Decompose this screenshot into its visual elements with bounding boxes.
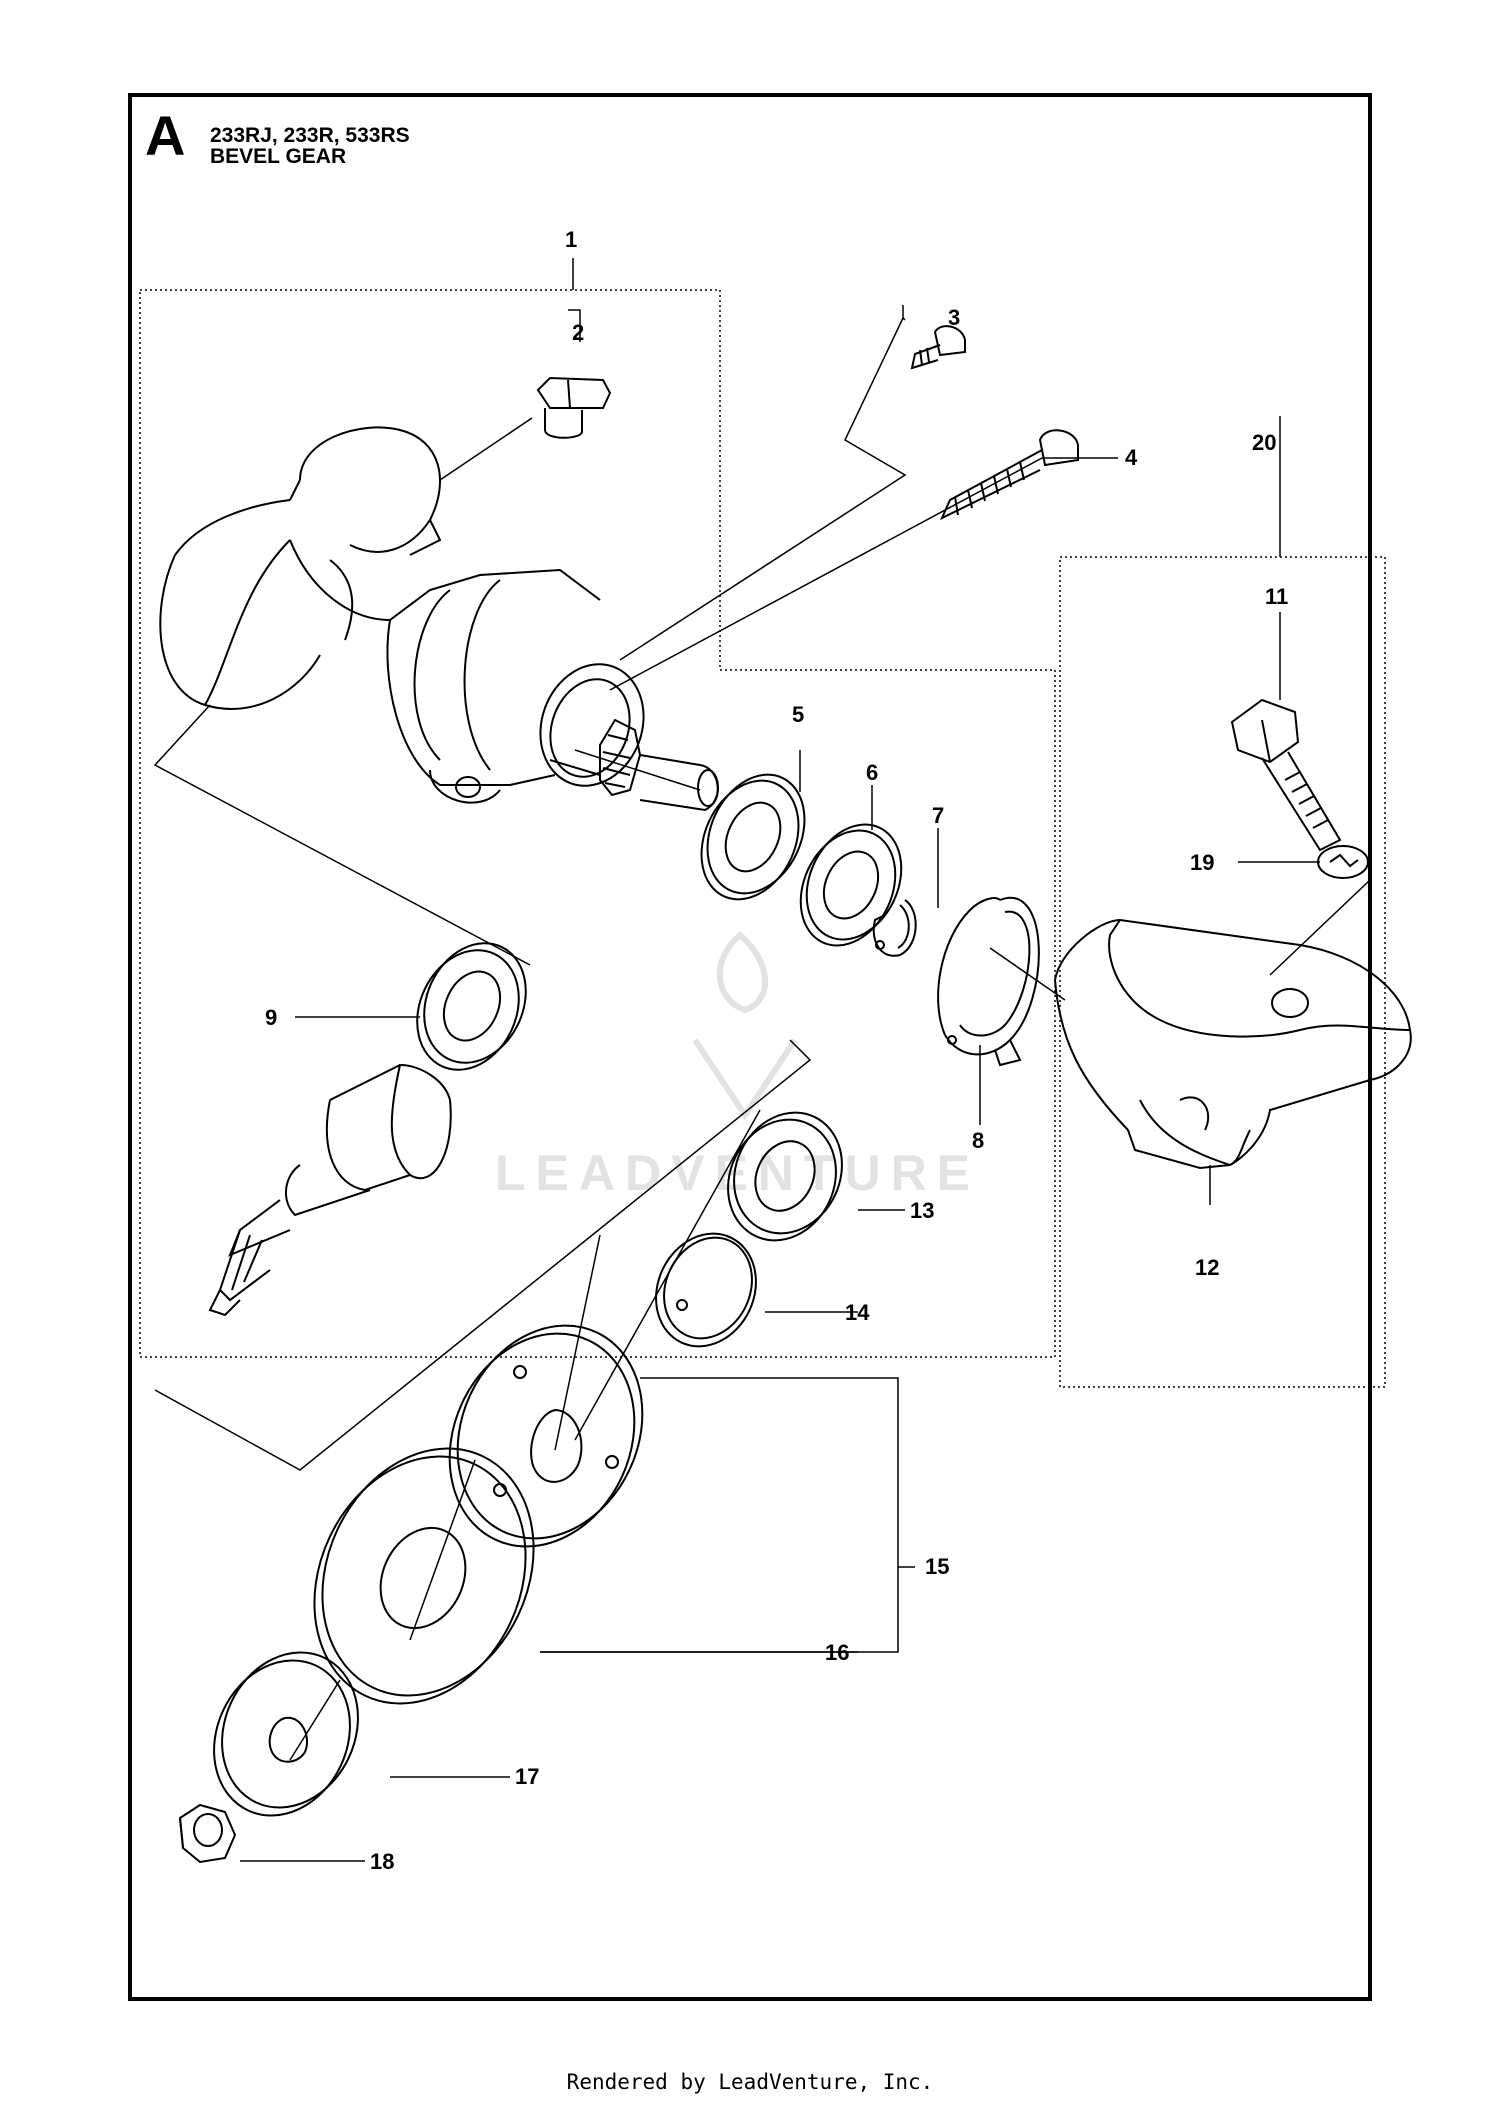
callout-19: 19	[1190, 850, 1214, 875]
part-7-retaining-ring	[872, 899, 917, 957]
callout-15: 15	[925, 1554, 949, 1579]
part-14-retaining-ring	[655, 1232, 757, 1348]
callouts: 1 2 3 4 5 6 7 8 9 11 12 13 14 15 16 17 1…	[265, 227, 1288, 1874]
callout-16: 16	[825, 1640, 849, 1665]
diagram-frame	[128, 93, 1372, 2001]
part-16-cup-washer	[313, 1447, 535, 1705]
part-18-nut	[178, 1803, 237, 1864]
part-9-bearing	[416, 942, 527, 1071]
callout-7: 7	[932, 803, 944, 828]
section-letter: A	[145, 104, 186, 167]
callout-13: 13	[910, 1198, 934, 1223]
callout-12: 12	[1195, 1255, 1219, 1280]
part-5-bearing	[700, 773, 806, 901]
callout-8: 8	[972, 1128, 984, 1153]
part-12-guard-bracket	[1054, 918, 1412, 1170]
part-2-plug-screw	[536, 376, 612, 439]
footer-credit: Rendered by LeadVenture, Inc.	[566, 2070, 934, 2094]
callout-2: 2	[572, 320, 584, 345]
part-3-short-bolt	[910, 325, 966, 370]
output-shaft-gear	[208, 1063, 452, 1317]
callout-1: 1	[565, 227, 577, 252]
callout-3: 3	[948, 305, 960, 330]
callout-4: 4	[1125, 445, 1138, 470]
model-list: 233RJ, 233R, 533RS	[210, 124, 410, 147]
group-box-1	[139, 289, 1056, 1358]
callout-18: 18	[370, 1849, 394, 1874]
callout-17: 17	[515, 1764, 539, 1789]
group-box-20	[1059, 556, 1386, 1388]
callout-5: 5	[792, 702, 804, 727]
pinion-gear	[599, 718, 719, 812]
part-4-long-bolt	[939, 429, 1079, 521]
part-8-circlip	[937, 896, 1040, 1067]
part-19-lock-washer	[1317, 845, 1369, 879]
callout-14: 14	[845, 1300, 870, 1325]
callout-20: 20	[1252, 430, 1276, 455]
part-13-bearing	[727, 1111, 843, 1242]
leader-lines	[153, 258, 1371, 1862]
part-11-bolt	[1230, 698, 1342, 852]
part-6-bearing	[799, 823, 903, 947]
section-title: BEVEL GEAR	[210, 145, 347, 168]
callout-9: 9	[265, 1005, 277, 1030]
watermark-text: LEADVENTURE	[495, 1145, 980, 1201]
part-1-gear-housing	[159, 426, 645, 804]
part-15-flange	[448, 1324, 644, 1548]
callout-6: 6	[866, 760, 878, 785]
part-17-support-cup	[213, 1651, 359, 1817]
watermark-logo	[692, 931, 798, 1121]
callout-11: 11	[1265, 584, 1288, 609]
